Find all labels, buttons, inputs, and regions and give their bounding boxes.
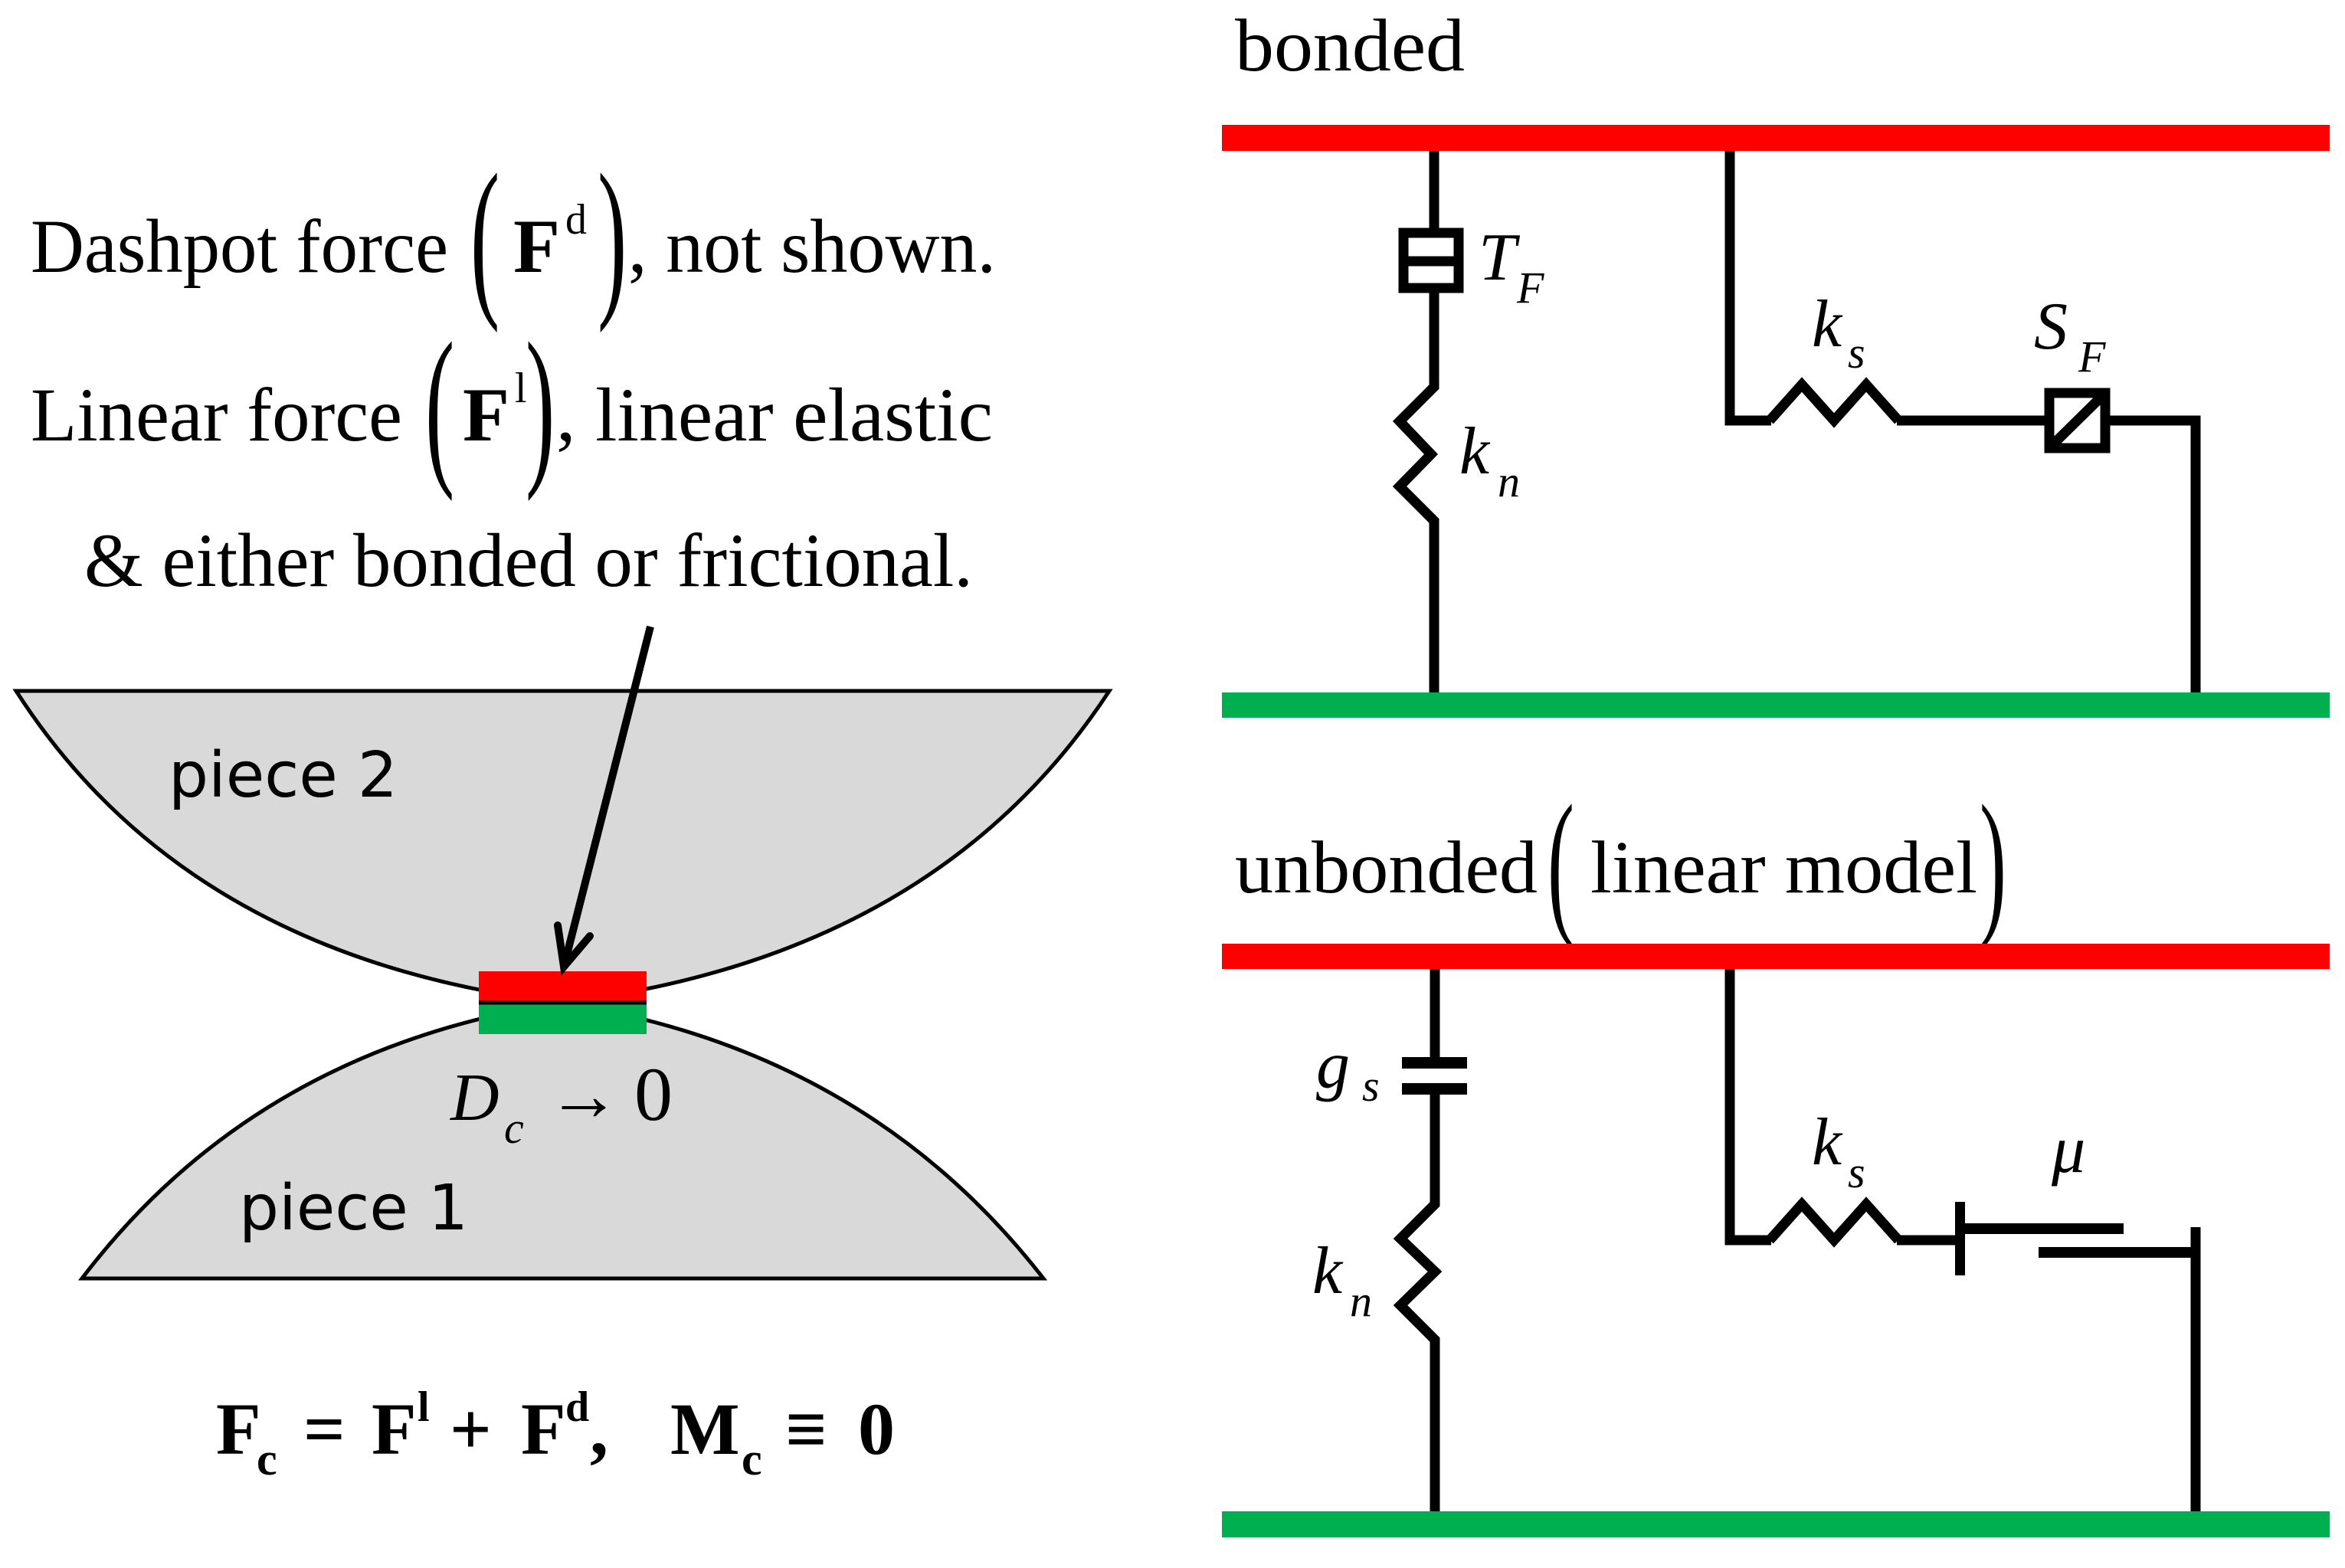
unbonded-title-paren-text: linear model (1590, 827, 1977, 909)
subscript: n (1498, 457, 1520, 506)
piece-1-shape (77, 1000, 1048, 1281)
shear-spring-icon (1766, 1196, 1902, 1248)
eq-term2: F (521, 1388, 566, 1470)
friction-slider-upper-plate-icon (1965, 1223, 2124, 1234)
gap-subscript: c (504, 1103, 524, 1153)
bonded-title: bonded (1235, 5, 1465, 87)
gap-element-top-plate-icon (1402, 1057, 1467, 1069)
normal-stiffness-label: k n (1312, 1234, 1372, 1326)
shear-wire-left (1724, 151, 1771, 426)
bonded-normal-branch: T F k n (1392, 151, 1544, 692)
dashpot-suffix: , not shown. (628, 204, 996, 289)
symbol: T (1479, 221, 1521, 295)
description-line-linear: Linear force ( F l ) , linear elastic (31, 307, 993, 502)
bonded-model: bonded T F k n k (1222, 5, 2330, 718)
piece-2-label: piece 2 (169, 739, 398, 812)
shear-wire-left (1724, 969, 1771, 1246)
linear-force-symbol: F (463, 372, 509, 457)
normal-spring-icon (1393, 1091, 1443, 1511)
tensile-strength-label: T F (1479, 221, 1544, 313)
shear-strength-slash (2050, 394, 2104, 447)
symbol: k (1312, 1234, 1344, 1308)
eq-plus: + (450, 1388, 492, 1470)
shear-strength-label: S F (2034, 290, 2106, 381)
open-paren: ( (470, 139, 499, 333)
eq-lhs: F (216, 1388, 261, 1470)
description-line-dashpot: Dashpot force ( F d ) , not shown. (31, 139, 996, 333)
unbonded-shear-branch: k s μ (1724, 969, 2201, 1511)
piece-2-bar (1222, 125, 2330, 151)
dashpot-label: Dashpot force (31, 204, 448, 289)
subscript: n (1350, 1276, 1372, 1326)
open-paren: ( (1548, 772, 1574, 951)
symbol: g (1316, 1029, 1350, 1103)
symbol: k (1812, 1105, 1843, 1180)
unbonded-normal-branch: g s k n (1312, 969, 1467, 1511)
normal-spring-icon (1392, 288, 1439, 692)
eq-equals: = (303, 1388, 346, 1470)
gap-value: 0 (634, 1052, 673, 1137)
piece-1-bar (1222, 692, 2330, 718)
friction-slider-lower-plate-icon (2039, 1247, 2196, 1258)
gap-symbol: D (450, 1061, 499, 1135)
unbonded-title-text: unbonded (1235, 827, 1538, 909)
contact-top-patch (479, 971, 647, 1003)
eq-term1: F (372, 1388, 417, 1470)
symbol: S (2034, 290, 2068, 364)
dashpot-force-superscript: d (565, 196, 587, 244)
linear-force-superscript: l (515, 365, 527, 412)
piece-1-label: piece 1 (239, 1172, 468, 1245)
unbonded-model: unbonded ( linear model ) g s k n (1222, 772, 2330, 1537)
gap-label: g s (1316, 1029, 1380, 1111)
eq-lhs-sub: c (257, 1434, 277, 1485)
piece-2-bar (1222, 944, 2330, 969)
eq-term2-sup: d (565, 1383, 589, 1431)
gap-element-bottom-plate-icon (1402, 1083, 1467, 1095)
subscript: F (2078, 332, 2106, 381)
friction-coefficient-label: μ (2051, 1113, 2085, 1187)
arrow-icon (554, 625, 654, 976)
subscript: s (1362, 1061, 1380, 1111)
piece-1-bar (1222, 1511, 2330, 1537)
shear-stiffness-label: k s (1812, 1105, 1865, 1197)
eq-moment-sub: c (742, 1434, 762, 1485)
contact-force-equation: F c = F l + F d , M c ≡ 0 (216, 1383, 895, 1485)
open-paren: ( (425, 307, 454, 502)
dashpot-force-symbol: F (513, 204, 560, 289)
description-line-bond-type: & either bonded or frictional. (84, 518, 973, 603)
eq-zero: 0 (858, 1388, 895, 1470)
normal-stiffness-label: k n (1459, 414, 1520, 506)
eq-comma: , (590, 1388, 608, 1470)
eq-moment: M (670, 1388, 740, 1470)
gap-label: D c → 0 (450, 1052, 673, 1153)
contact-bottom-patch (479, 1003, 647, 1034)
close-paren: ) (526, 307, 555, 502)
linear-suffix: , linear elastic (556, 372, 993, 457)
unbonded-title: unbonded ( linear model ) (1235, 772, 2006, 951)
friction-slider-left-bar-icon (1955, 1202, 1965, 1275)
shear-stiffness-label: k s (1812, 287, 1865, 378)
eq-equiv: ≡ (785, 1388, 827, 1470)
eq-term1-sup: l (418, 1383, 430, 1431)
close-paren: ) (598, 139, 627, 333)
symbol: k (1459, 414, 1491, 489)
shear-wire-right (2105, 415, 2201, 692)
bonded-shear-branch: k s S F (1724, 151, 2201, 692)
gap-arrow: → (547, 1054, 621, 1136)
subscript: F (1516, 263, 1544, 313)
subscript: s (1848, 1147, 1865, 1197)
shear-spring-icon (1766, 377, 1902, 428)
symbol: k (1812, 287, 1843, 362)
left-panel: Dashpot force ( F d ) , not shown. Linea… (12, 139, 1113, 1485)
close-paren: ) (1980, 772, 2006, 951)
subscript: s (1848, 328, 1865, 378)
linear-force-label: Linear force (31, 372, 402, 457)
